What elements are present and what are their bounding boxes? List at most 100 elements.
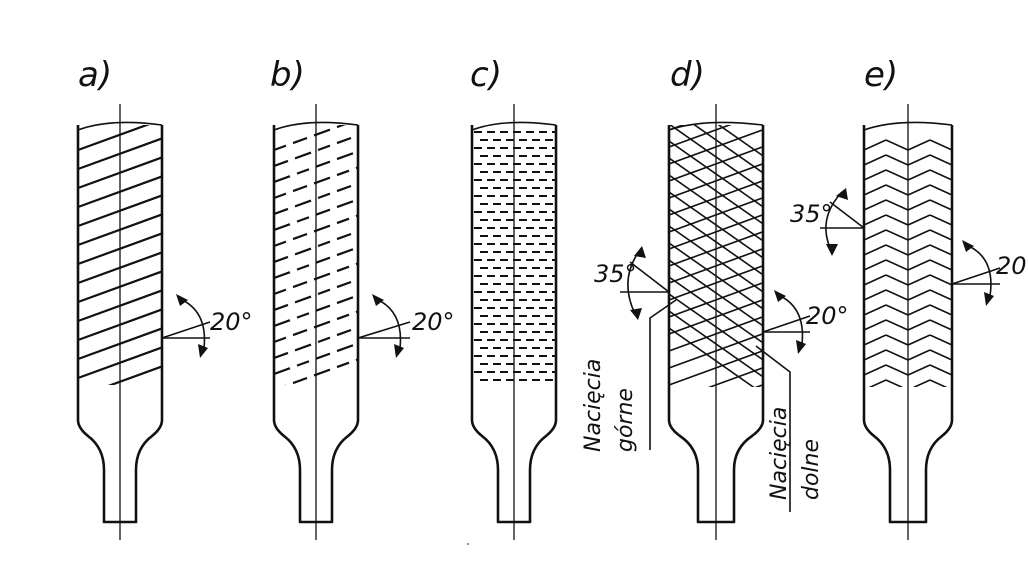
file-e-chevron-left bbox=[864, 259, 887, 271]
file-e-chevron-left bbox=[864, 139, 887, 151]
file-e-break-line bbox=[863, 121, 953, 131]
file-d-upper-cut bbox=[669, 157, 763, 225]
file-b-cut-dash bbox=[296, 360, 310, 367]
file-d-lower-cut bbox=[669, 316, 763, 352]
file-b-cut-dash bbox=[336, 328, 352, 337]
file-e-chevron-right bbox=[907, 349, 931, 361]
file-e-chevron-right bbox=[929, 214, 952, 226]
file-b-cut-dash bbox=[284, 384, 286, 385]
file-d-lower-cut bbox=[669, 146, 763, 182]
file-e-chevron-left bbox=[885, 244, 909, 256]
file-b-cut-dash bbox=[336, 265, 350, 273]
file-b-cut-dash bbox=[274, 223, 291, 232]
file-b-cut-dash bbox=[336, 200, 354, 209]
file-b-cut-dash bbox=[317, 288, 331, 296]
file-d-upper-cut bbox=[669, 140, 763, 208]
file-b-cut-dash bbox=[292, 328, 308, 337]
file-b-cut-dash bbox=[315, 256, 331, 264]
file-e-chevron-right bbox=[907, 244, 931, 256]
file-e-chevron-right bbox=[907, 364, 931, 376]
file-a-cut-line bbox=[78, 137, 162, 171]
file-e-chevron-right bbox=[907, 169, 931, 181]
panel-c-label: c) bbox=[470, 55, 502, 95]
file-e-chevron-right bbox=[929, 349, 952, 361]
file-e-chevron-right bbox=[929, 289, 952, 301]
file-e-chevron-left bbox=[864, 169, 887, 181]
file-e-chevron-left bbox=[885, 349, 909, 361]
file-e-chevron-left bbox=[885, 139, 909, 151]
file-d-upper-cut bbox=[669, 225, 763, 293]
angle-d-left-label: 35° bbox=[594, 260, 637, 288]
panel-c: c) bbox=[470, 55, 558, 540]
file-d-lower-cut bbox=[669, 299, 763, 335]
file-e-chevron-right bbox=[907, 274, 931, 286]
file-a-cut-line bbox=[78, 270, 162, 304]
file-a-single-cuts bbox=[78, 125, 162, 385]
file-b-cut-dash bbox=[274, 303, 289, 312]
panel-a-label: a) bbox=[78, 55, 112, 95]
file-b-cut-dash bbox=[313, 272, 331, 281]
file-e-chevron-left bbox=[885, 334, 909, 346]
file-d-upper-cut bbox=[717, 125, 763, 157]
file-b-cut-dash bbox=[274, 367, 291, 376]
file-b-cut-dash bbox=[292, 376, 308, 385]
file-e-chevron-left bbox=[885, 319, 909, 331]
file-b-cut-dash bbox=[274, 336, 287, 344]
file-b-outline bbox=[272, 125, 360, 524]
file-d-lower-cut bbox=[669, 125, 732, 148]
file-b-cut-dash bbox=[336, 136, 352, 145]
angle-d-right bbox=[762, 290, 811, 354]
file-e-chevron-right bbox=[907, 184, 931, 196]
file-b-dashed-cuts bbox=[274, 115, 370, 385]
file-e-chevron-right bbox=[929, 274, 952, 286]
file-e-chevron-right bbox=[907, 214, 931, 226]
angle-b-right bbox=[357, 294, 411, 358]
file-b-cut-dash bbox=[274, 255, 289, 264]
file-b-cut-dash bbox=[296, 312, 310, 319]
file-b-cut-dash bbox=[274, 192, 287, 200]
file-c-rasp-cuts bbox=[474, 131, 556, 381]
file-a-cut-line bbox=[78, 327, 162, 361]
file-e-chevron-right bbox=[929, 244, 952, 256]
file-d-upper-cut bbox=[669, 327, 755, 387]
panel-d-label: d) bbox=[670, 55, 705, 95]
lower-cuts-label-line2: dolne bbox=[799, 439, 824, 500]
file-e-chevron-left bbox=[864, 364, 887, 376]
file-b-cut-dash bbox=[274, 207, 289, 216]
file-d-lower-cut bbox=[669, 214, 763, 250]
file-a-cut-line bbox=[78, 308, 162, 342]
file-e-chevron-left bbox=[885, 214, 909, 226]
panel-b-label: b) bbox=[270, 55, 305, 95]
file-e-chevron-left bbox=[864, 319, 887, 331]
file-b-cut-dash bbox=[294, 199, 312, 208]
file-b-cut-dash bbox=[317, 144, 331, 152]
file-d-lower-cut bbox=[669, 197, 763, 233]
panel-b: b) 20° bbox=[270, 55, 455, 540]
file-d-upper-cut bbox=[669, 174, 763, 242]
file-b-cut-dash bbox=[336, 296, 354, 305]
file-e-chevron-left bbox=[864, 304, 887, 316]
file-a-cut-line bbox=[78, 194, 162, 228]
file-e-chevron-right bbox=[929, 154, 952, 166]
file-b-cut-dash bbox=[294, 295, 312, 304]
file-c-outline bbox=[470, 125, 558, 524]
file-b-cut-dash bbox=[315, 208, 331, 216]
file-b-cut-dash bbox=[296, 168, 310, 175]
file-e-chevron-left bbox=[885, 184, 909, 196]
file-b-cut-dash bbox=[356, 115, 370, 120]
file-b-cut-dash bbox=[313, 368, 331, 377]
file-e-chevron-left bbox=[885, 229, 909, 241]
panel-e: e) 35° 20 bbox=[790, 55, 1027, 540]
file-e-chevron-left bbox=[864, 229, 887, 241]
file-b-cut-dash bbox=[315, 304, 331, 312]
file-b-cut-dash bbox=[336, 184, 352, 193]
file-b-cut-dash bbox=[336, 313, 350, 321]
file-e-chevron-right bbox=[929, 319, 952, 331]
file-d-lower-cut bbox=[707, 367, 763, 387]
file-b-cut-dash bbox=[294, 247, 312, 256]
file-b-cut-dash bbox=[296, 216, 310, 223]
file-e-chevron-left bbox=[885, 364, 909, 376]
file-e-chevron-left bbox=[864, 154, 887, 166]
file-d-outline bbox=[667, 125, 765, 524]
